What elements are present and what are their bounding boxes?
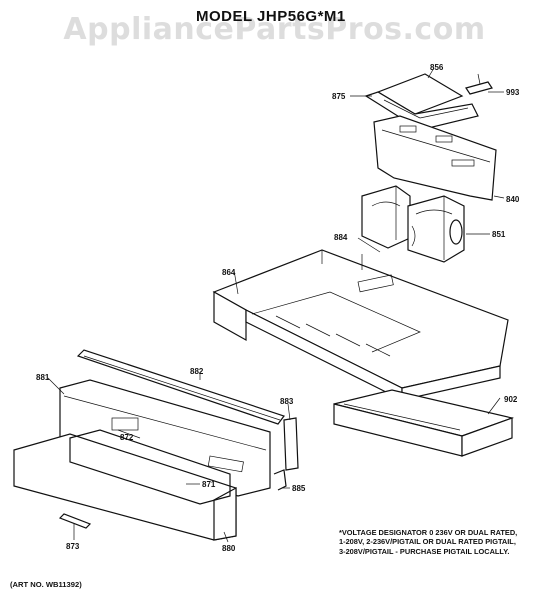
part-851-blower[interactable] — [361, 185, 465, 263]
voltage-note-line-2: 1-208V, 2-236V/PIGTAIL OR DUAL RATED PIG… — [339, 537, 516, 547]
part-880-front-panel[interactable] — [13, 429, 237, 541]
label-993: 993 — [506, 88, 520, 97]
label-883: 883 — [280, 397, 294, 406]
label-851: 851 — [492, 230, 506, 239]
label-880: 880 — [222, 544, 236, 553]
part-993-damper[interactable] — [465, 73, 493, 95]
label-885: 885 — [292, 484, 306, 493]
model-title: MODEL JHP56G*M1 — [196, 8, 346, 25]
label-884: 884 — [334, 233, 348, 242]
part-883-side-trim[interactable] — [283, 417, 299, 471]
voltage-note-line-1: *VOLTAGE DESIGNATOR 0 236V OR DUAL RATED… — [339, 528, 518, 537]
label-871: 871 — [202, 480, 216, 489]
part-840-back-plate[interactable] — [373, 115, 497, 201]
part-864-housing[interactable] — [212, 249, 509, 401]
part-885-bracket[interactable] — [273, 469, 287, 491]
voltage-note: *VOLTAGE DESIGNATOR 0 236V OR DUAL RATED… — [339, 528, 544, 556]
voltage-note-line-3: 3-208V/PIGTAIL - PURCHASE PIGTAIL LOCALL… — [339, 546, 510, 556]
part-882-trim-strip[interactable] — [76, 349, 285, 425]
part-873-handle[interactable] — [58, 513, 92, 529]
label-873: 873 — [66, 542, 80, 551]
label-881: 881 — [36, 373, 50, 382]
label-856: 856 — [430, 63, 444, 72]
label-902: 902 — [504, 395, 518, 404]
label-872: 872 — [120, 433, 134, 442]
label-875: 875 — [332, 92, 346, 101]
part-902-tray[interactable] — [333, 389, 515, 457]
leader-lines — [47, 67, 505, 543]
art-number: (ART NO. WB11392) — [10, 580, 82, 589]
label-840: 840 — [506, 195, 520, 204]
label-882: 882 — [190, 367, 204, 376]
label-864: 864 — [222, 268, 236, 277]
